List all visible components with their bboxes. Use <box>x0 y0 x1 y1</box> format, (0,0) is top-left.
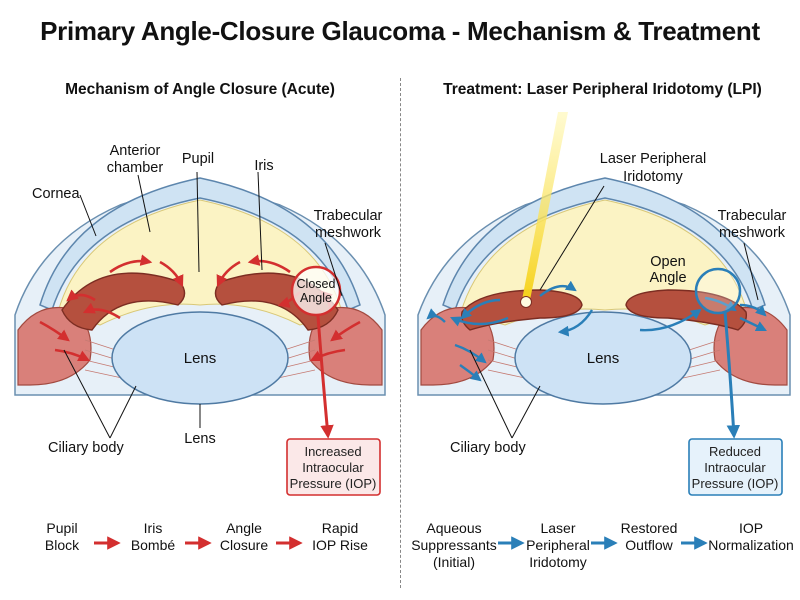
left-flow-step-2: Iris Bombé <box>122 520 184 554</box>
cornea-label: Cornea <box>32 186 80 202</box>
right-trabecular-label-1: Trabecular <box>718 208 787 224</box>
iridotomy-hole <box>520 296 532 308</box>
right-leaders <box>469 185 759 439</box>
reduced-iop-line-1: Reduced <box>709 444 761 459</box>
left-flow-step-4-line-1: Rapid <box>321 520 359 536</box>
closed-angle-label-2: Angle <box>300 291 332 305</box>
right-flow-step-2-line-2: Peripheral <box>526 537 590 553</box>
right-flow-step-2-line-3: Iridotomy <box>529 554 587 570</box>
left-iris-left <box>61 272 186 331</box>
left-flow-step-4-line-2: IOP Rise <box>312 537 368 553</box>
lpi-label-1: Laser Peripheral <box>600 151 706 167</box>
open-angle-label-2: Angle <box>649 270 686 286</box>
right-flow-step-4: IOP Normalization <box>705 520 797 554</box>
reduced-iop-box: Reduced Intraocular Pressure (IOP) <box>688 438 783 496</box>
right-flow-step-3-line-2: Outflow <box>625 537 673 553</box>
right-cornea <box>442 177 766 312</box>
right-flow-step-2: Laser Peripheral Iridotomy <box>524 520 592 571</box>
left-ciliary-body-right <box>308 306 383 386</box>
reduced-iop-line-3: Pressure (IOP) <box>692 476 779 491</box>
right-iop-arrow <box>723 311 741 439</box>
treatment-heading: Treatment: Laser Peripheral Iridotomy (L… <box>443 81 762 98</box>
right-ciliary-label: Ciliary body <box>450 440 526 456</box>
increased-iop-line-3: Pressure (IOP) <box>290 476 377 491</box>
increased-iop-box: Increased Intraocular Pressure (IOP) <box>286 438 381 496</box>
increased-iop-line-1: Increased <box>304 444 361 459</box>
left-iop-arrow <box>316 315 334 439</box>
panel-divider <box>400 78 401 588</box>
left-trabecular-label-2: meshwork <box>315 225 382 241</box>
left-flow-step-1-line-2: Block <box>44 537 80 553</box>
right-flow-step-4-line-1: IOP <box>738 520 764 536</box>
left-flow-step-1: Pupil Block <box>32 520 92 554</box>
left-leaders <box>63 171 343 439</box>
reduced-iop-line-2: Intraocular <box>704 460 766 475</box>
right-flow-step-1-line-3: (Initial) <box>432 554 475 570</box>
right-flow-step-2-line-1: Laser <box>540 520 576 536</box>
anterior-chamber-label-1: Anterior <box>110 143 161 159</box>
left-flow-step-3: Angle Closure <box>212 520 276 554</box>
left-eye: Closed Angle Lens <box>14 177 386 439</box>
right-flow-step-1-line-2: Suppressants <box>411 537 497 553</box>
pupil-label: Pupil <box>182 151 214 167</box>
right-flow-step-1-line-1: Aqueous <box>426 520 482 536</box>
open-angle-label-1: Open <box>650 254 685 270</box>
page-title: Primary Angle-Closure Glaucoma - Mechani… <box>40 16 760 46</box>
left-cornea <box>39 177 361 312</box>
increased-iop-line-2: Intraocular <box>302 460 364 475</box>
left-flow-step-3-line-1: Angle <box>226 520 262 536</box>
right-flow-step-4-line-2: Normalization <box>708 537 794 553</box>
anterior-chamber-label-2: chamber <box>107 160 164 176</box>
right-flow-step-3: Restored Outflow <box>617 520 681 554</box>
right-flow-step-1: Aqueous Suppressants (Initial) <box>410 520 498 571</box>
left-ciliary-label: Ciliary body <box>48 440 124 456</box>
left-flow-step-4: Rapid IOP Rise <box>302 520 378 554</box>
right-trabecular-label-2: meshwork <box>719 225 786 241</box>
right-lens-label: Lens <box>587 350 620 367</box>
right-flow-step-3-line-1: Restored <box>620 520 678 536</box>
left-flow-step-1-line-1: Pupil <box>46 520 78 536</box>
right-eye: Open Angle Lens <box>417 112 791 439</box>
closed-angle-label-1: Closed <box>297 277 336 291</box>
open-angle-marker <box>694 267 742 315</box>
left-flow-step-2-line-1: Iris <box>143 520 163 536</box>
left-flow-step-2-line-2: Bombé <box>130 537 176 553</box>
left-flow-step-3-line-2: Closure <box>219 537 269 553</box>
left-lens-label: Lens <box>184 350 217 367</box>
lpi-label-2: Iridotomy <box>623 169 683 185</box>
left-lens-outer-label: Lens <box>184 431 215 447</box>
mechanism-heading: Mechanism of Angle Closure (Acute) <box>65 81 335 98</box>
iris-label: Iris <box>254 158 273 174</box>
left-trabecular-label-1: Trabecular <box>314 208 383 224</box>
laser-beam <box>522 112 568 300</box>
